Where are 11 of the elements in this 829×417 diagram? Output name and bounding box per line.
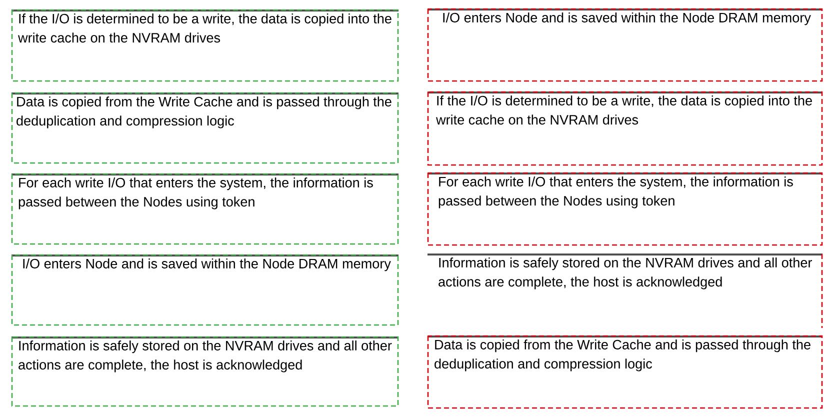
node-label: Information is safely stored on the NVRAM drives and all other actions are complete, the host is acknowledged	[438, 258, 812, 290]
text-box: For each write I/O that enters the system, the information is passed between the Nodes using token	[427, 172, 823, 246]
text-box: Information is safely stored on the NVRAM drives and all other actions are complete, the host is acknowledged	[11, 336, 399, 407]
text-box: For each write I/O that enters the system, the information is passed between the Nodes using token	[11, 173, 399, 245]
text-box: If the I/O is determined to be a write, the data is copied into the write cache on the NVRAM drives	[427, 91, 823, 166]
text-box: Data is copied from the Write Cache and is passed through the deduplication and compression logic	[11, 92, 399, 164]
text-box: Data is copied from the Write Cache and is passed through the deduplication and compression logic	[427, 335, 823, 409]
text-box: I/O enters Node and is saved within the Node DRAM memory	[427, 8, 823, 82]
text-box: I/O enters Node and is saved within the Node DRAM memory	[11, 254, 399, 326]
text-box: If the I/O is determined to be a write, the data is copied into the write cache on the NVRAM drives	[11, 9, 399, 82]
text-box: Information is safely stored on the NVRAM drives and all other actions are complete, the host is acknowledged	[428, 254, 823, 328]
